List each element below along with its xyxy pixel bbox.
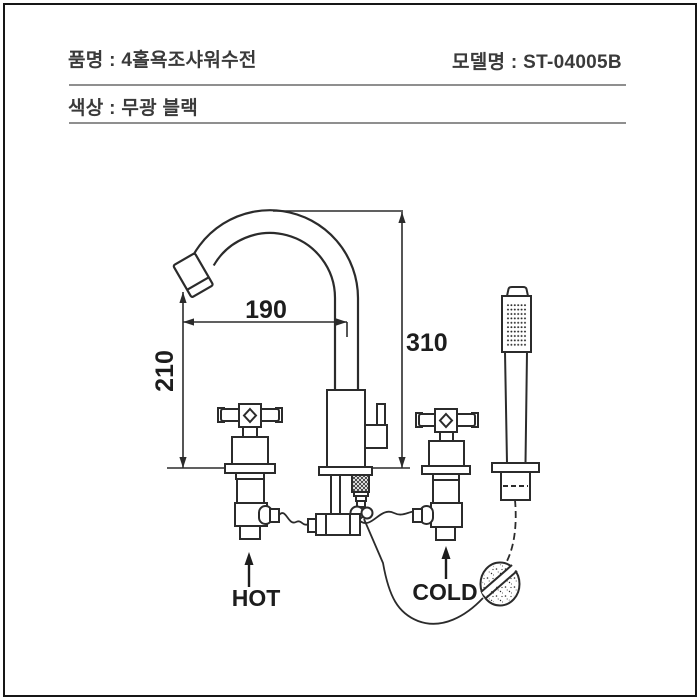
cold-valve-upper-body — [428, 440, 465, 467]
dimension-arrowheads — [179, 212, 406, 468]
shower-wand-body — [503, 351, 529, 464]
shower-spray-face — [506, 303, 527, 348]
spout-drawing — [172, 209, 360, 391]
spout-inner-arc — [212, 231, 337, 299]
spout-outer-arc — [184, 209, 360, 299]
shower-holder-flange — [491, 462, 540, 473]
hand-shower — [491, 286, 540, 501]
hot-valve-nut — [239, 525, 261, 540]
hot-label: HOT — [232, 585, 281, 611]
dim-190-text: 190 — [245, 296, 287, 324]
dim-310-text: 310 — [406, 329, 448, 357]
cold-valve — [412, 408, 479, 541]
model-name-label: 모델명 : ST-04005B — [452, 52, 622, 73]
supply-labels: HOT COLD — [232, 546, 478, 611]
hot-valve-flange — [224, 463, 276, 474]
tee-left-port — [307, 518, 317, 533]
header-divider-1 — [69, 84, 626, 86]
cold-label: COLD — [412, 579, 477, 605]
shower-hose-dashed — [505, 499, 517, 564]
tee-fitting — [315, 513, 361, 536]
header-divider-2 — [69, 122, 626, 124]
hose-weight-ball — [479, 561, 521, 607]
hot-valve-upper-body — [231, 436, 269, 465]
body-inlet-pipe — [330, 474, 341, 515]
body-deck-flange — [318, 466, 373, 476]
dim-210-text: 210 — [151, 350, 179, 392]
body-column — [326, 389, 366, 468]
cold-valve-nut — [435, 526, 456, 541]
shower-top-cap — [505, 286, 530, 297]
color-label: 색상 : 무광 블랙 — [68, 98, 199, 119]
diverter-stem — [376, 403, 386, 427]
braided-hose-section — [351, 474, 370, 493]
spout-nozzle — [172, 252, 214, 298]
dimension-lines — [167, 210, 410, 469]
cold-arrow-icon — [441, 546, 451, 559]
cold-valve-flange — [421, 465, 471, 475]
shower-hose-long — [363, 518, 484, 625]
product-name-label: 품명 : 4홀욕조샤워수전 — [68, 50, 257, 71]
hose-hot-to-tee — [278, 512, 310, 526]
faucet-body — [307, 389, 388, 536]
dimension-texts: 190 210 310 — [151, 296, 448, 392]
hot-hub-diamond-icon — [242, 407, 258, 424]
cold-hub-diamond-icon — [438, 412, 454, 429]
cold-valve-lower-body — [430, 502, 463, 528]
diverter-handle — [364, 424, 388, 449]
hot-valve — [217, 403, 283, 540]
hot-arrow-icon — [244, 552, 254, 565]
